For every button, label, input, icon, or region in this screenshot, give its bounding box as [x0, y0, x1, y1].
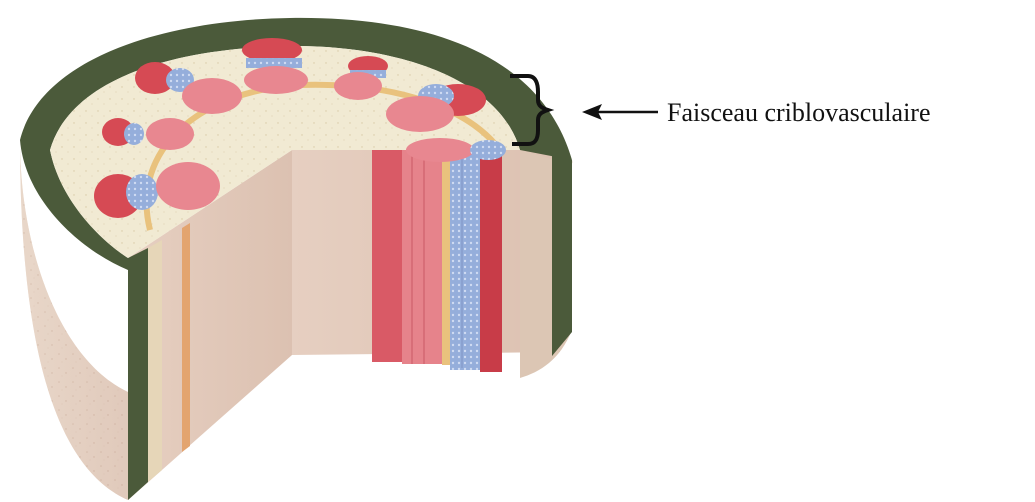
bundle-label: Faisceau criblovasculaire [667, 98, 931, 127]
bundle-phloem [450, 150, 480, 370]
vascular-bundle-longitudinal [372, 150, 502, 372]
bundle-xylem-outer [372, 150, 402, 362]
cut-face-cortex-strip [148, 240, 162, 482]
bundle-xylem-inner [402, 150, 442, 364]
right-epidermis-strip [552, 152, 572, 356]
top-bundle-7 [406, 138, 506, 162]
left-arrow-icon [582, 104, 658, 120]
bundle-sclerenchyma [480, 150, 502, 372]
bundle-cambium [442, 150, 450, 365]
top-bundle-4 [242, 38, 308, 94]
cut-face-cambium-line [182, 223, 190, 452]
cut-face-epidermis-strip [128, 248, 148, 500]
